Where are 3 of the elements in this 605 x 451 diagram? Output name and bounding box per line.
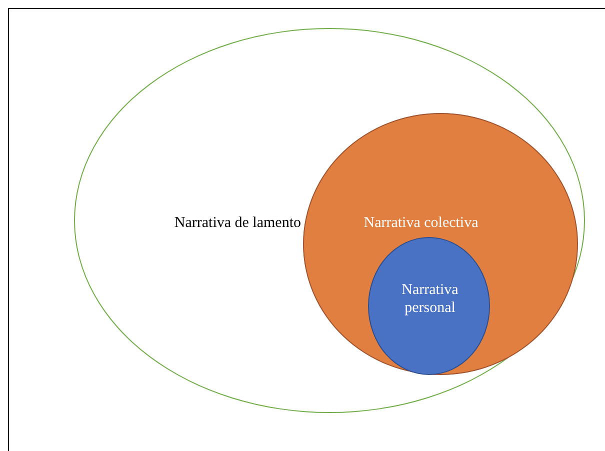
ellipse-label: Narrativa de lamento	[173, 214, 301, 232]
ellipse-label: Narrativa colectiva	[362, 214, 480, 232]
ellipse-label: Narrativa personal	[400, 281, 460, 317]
